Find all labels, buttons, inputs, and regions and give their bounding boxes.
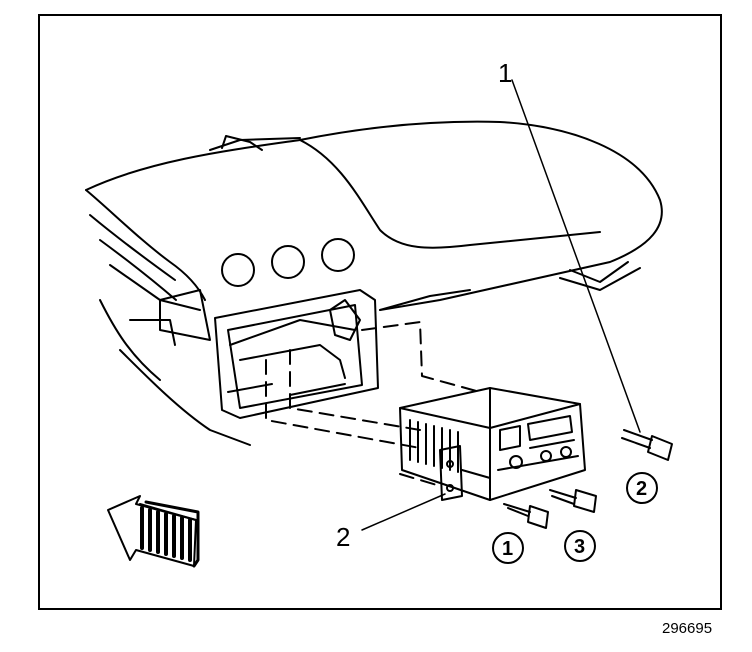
circled-label-3: 3 [564,530,596,562]
circled-label-2: 2 [626,472,658,504]
instrument-panel [85,120,663,446]
circled-label-3-text: 3 [574,536,585,558]
bolt-2 [621,429,673,461]
bolt-3 [549,489,597,513]
leader-lines [361,79,641,531]
figure-number: 296695 [662,620,713,637]
callout-2-label: 2 [336,522,350,552]
front-direction-arrow [107,495,200,568]
callout-1-label: 1 [498,58,512,88]
bolt-1 [503,503,549,529]
circled-label-1: 1 [492,532,524,564]
circled-label-1-text: 1 [502,538,513,560]
radio-bracket [439,445,491,501]
circled-label-2-text: 2 [636,478,647,500]
installation-guide-lines [265,321,481,487]
radio-receiver [399,387,586,501]
